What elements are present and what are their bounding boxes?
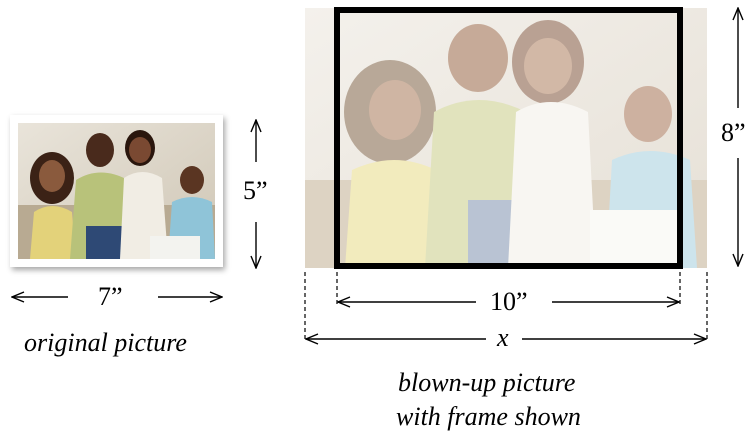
original-height-label: 5” xyxy=(243,176,268,205)
original-caption: original picture xyxy=(24,328,187,357)
photo-frame xyxy=(334,7,683,269)
blown-up-caption-line2: with frame shown xyxy=(396,402,581,431)
inner-width-label: 10” xyxy=(490,287,528,316)
blown-up-caption-line1: blown-up picture xyxy=(398,368,576,397)
blown-up-photo xyxy=(305,8,707,268)
original-photo xyxy=(10,115,223,267)
outer-width-label: x xyxy=(497,323,509,352)
original-width-label: 7” xyxy=(98,282,123,311)
blown-up-height-label: 8” xyxy=(721,118,746,147)
